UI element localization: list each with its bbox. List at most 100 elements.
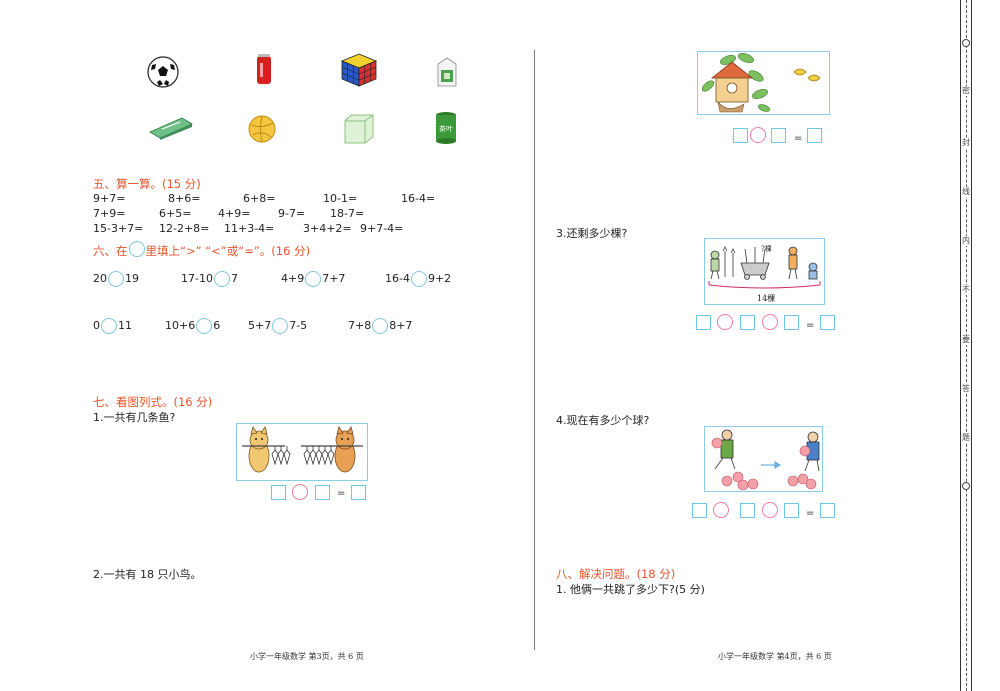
birdhouse-icon <box>710 61 754 113</box>
ball-icon <box>799 445 811 457</box>
answer-circle[interactable] <box>713 502 729 518</box>
answer-circle[interactable] <box>101 318 117 334</box>
ball-icon <box>721 471 759 491</box>
binding-char: 密 <box>961 86 971 96</box>
binding-hole <box>962 39 970 47</box>
calc-item: 10-1= <box>323 192 358 205</box>
answer-box[interactable] <box>807 128 822 143</box>
answer-box[interactable] <box>733 128 748 143</box>
answer-box[interactable] <box>820 503 835 518</box>
page-divider <box>534 50 535 650</box>
equals-sign: = <box>794 133 803 144</box>
answer-circle[interactable] <box>762 502 778 518</box>
bird-icon <box>793 68 821 82</box>
calc-item: 9-7= <box>278 207 306 220</box>
answer-circle[interactable] <box>762 314 778 330</box>
section7-title: 七、看图列式。(16 分) <box>93 395 213 409</box>
binding-char: 不 <box>961 285 971 295</box>
answer-box[interactable] <box>692 503 707 518</box>
answer-circle[interactable] <box>717 314 733 330</box>
calc-item: 7+9= <box>93 207 126 220</box>
binding-char: 封 <box>961 138 971 148</box>
answer-box[interactable] <box>271 485 286 500</box>
tea-can-label: 茶叶 <box>439 125 453 133</box>
cat-icon <box>334 426 356 473</box>
answer-box[interactable] <box>784 315 799 330</box>
footer-right: 小学一年级数学 第4页，共 6 页 <box>718 652 832 661</box>
section6-title-tail: 里填上“>” “<”或“=”。(16 分) <box>145 244 311 258</box>
binding-char: 答 <box>961 384 971 394</box>
answer-box[interactable] <box>696 315 711 330</box>
question-3: 3.还剩多少棵? <box>556 227 628 240</box>
section6-title-head: 六、在 <box>93 244 128 258</box>
answer-circle <box>128 241 145 257</box>
answer-circle[interactable] <box>750 127 766 143</box>
answer-circle[interactable] <box>108 271 124 287</box>
answer-box[interactable] <box>351 485 366 500</box>
person-icon <box>710 250 720 280</box>
cube-icon <box>344 114 374 144</box>
milk-carton-icon <box>437 57 457 87</box>
calc-item: 6+8= <box>243 192 276 205</box>
section8-title: 八、解决问题。(18 分) <box>556 567 676 581</box>
answer-circle[interactable] <box>292 484 308 500</box>
answer-box[interactable] <box>820 315 835 330</box>
balls-picture <box>704 426 823 492</box>
cats-fish-illustration <box>242 426 363 473</box>
equals-sign: = <box>806 320 815 331</box>
calc-item: 15-3+7= <box>93 222 144 235</box>
answer-circle[interactable] <box>272 318 289 334</box>
answer-circle[interactable] <box>410 271 427 287</box>
person-icon <box>808 262 818 280</box>
answer-box[interactable] <box>771 128 786 143</box>
answer-box[interactable] <box>740 503 755 518</box>
calc-item: 16-4= <box>401 192 436 205</box>
soda-can-icon <box>257 54 271 84</box>
balls-illustration <box>711 429 820 491</box>
answer-circle[interactable] <box>196 318 213 334</box>
answer-box[interactable] <box>315 485 330 500</box>
equals-sign: = <box>337 488 346 499</box>
answer-circle[interactable] <box>213 271 230 287</box>
question-4: 4.现在有多少个球? <box>556 414 650 427</box>
question-1: 1.一共有几条鱼? <box>93 411 176 424</box>
calc-item: 9+7= <box>93 192 126 205</box>
binding-hole <box>962 482 970 490</box>
calc-item: 4+9= <box>218 207 251 220</box>
cats-fish-picture <box>236 423 368 481</box>
calc-item: 18-7= <box>330 207 365 220</box>
soccer-ball-icon <box>147 56 179 88</box>
answer-circle[interactable] <box>305 271 322 287</box>
question-2: 2.一共有 18 只小鸟。 <box>93 568 202 581</box>
binding-char: 题 <box>961 433 971 443</box>
section6-title: 六、在 里填上“>” “<”或“=”。(16 分) <box>93 241 310 259</box>
calc-item: 11+3-4= <box>224 222 275 235</box>
fish-icon <box>271 446 335 466</box>
trees-question-label: ?棵 <box>761 245 772 253</box>
section5-title: 五、算一算。(15 分) <box>93 177 201 191</box>
binding-char: 内 <box>961 236 971 246</box>
calc-item: 12-2+8= <box>159 222 210 235</box>
calc-item: 9+7-4= <box>360 222 404 235</box>
answer-box[interactable] <box>784 503 799 518</box>
calc-item: 6+5= <box>159 207 192 220</box>
answer-circle[interactable] <box>372 318 389 334</box>
binding-margin: 密 封 线 内 不 要 答 题 <box>960 0 972 691</box>
cart-icon <box>740 247 770 280</box>
planting-trees-illustration <box>708 246 821 289</box>
answer-box[interactable] <box>740 315 755 330</box>
chewing-gum-icon <box>149 117 193 140</box>
child-icon <box>714 429 736 470</box>
trees-total-label: 14棵 <box>757 294 776 303</box>
section8-question-1: 1. 他俩一共跳了多少下?(5 分) <box>556 583 705 596</box>
trees-picture: ?棵 14棵 <box>704 238 825 305</box>
ball-icon <box>711 437 723 449</box>
cat-icon <box>248 426 270 473</box>
binding-char: 线 <box>961 187 971 197</box>
tree-icon <box>722 246 736 277</box>
